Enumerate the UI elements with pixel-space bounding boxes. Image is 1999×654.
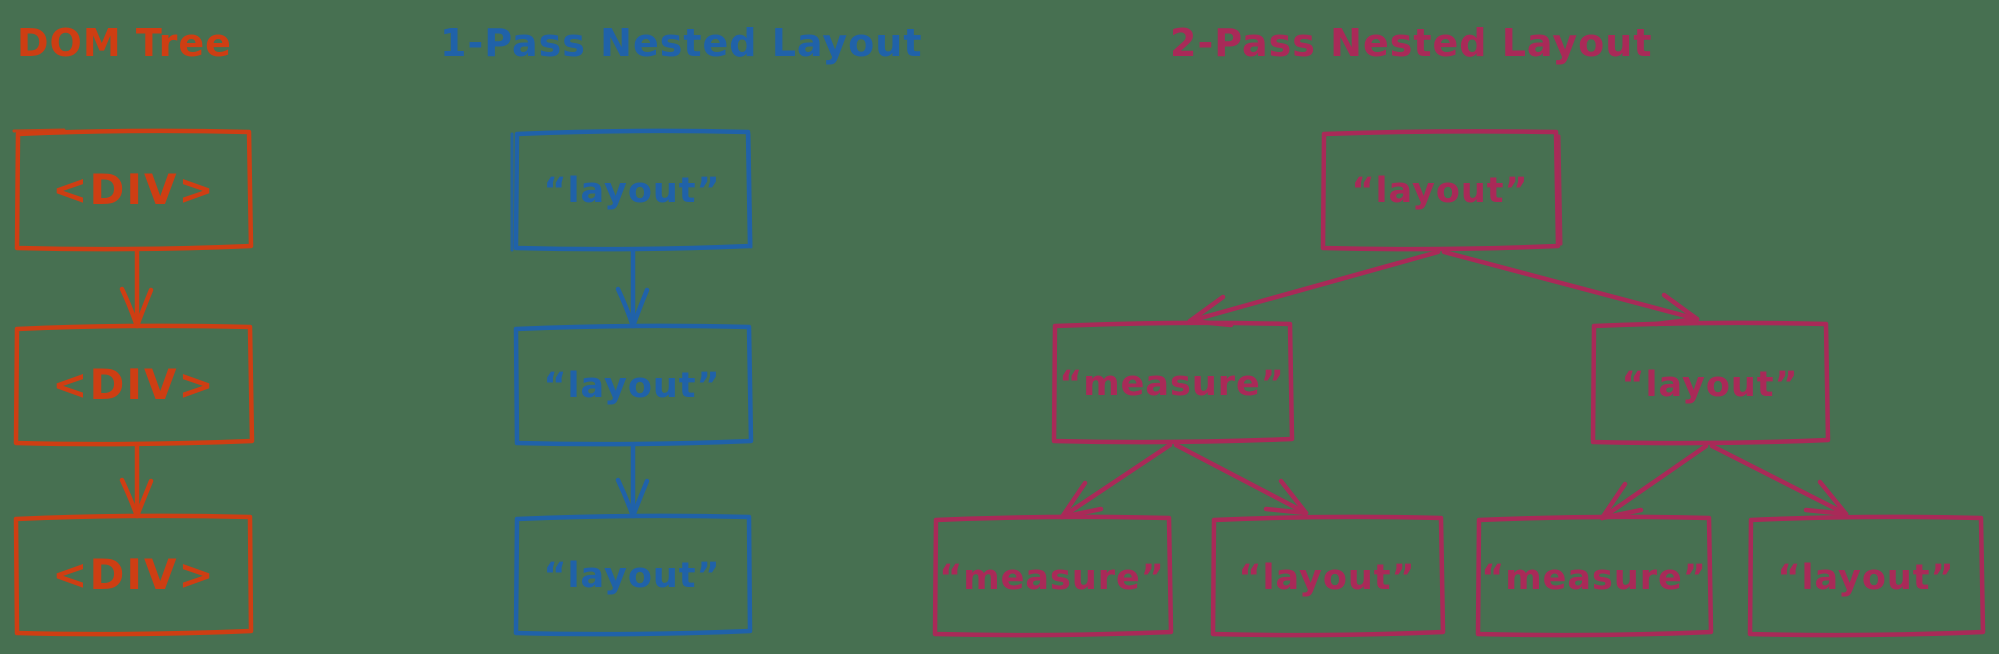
dom-arrow-2 — [119, 443, 154, 519]
two-pass-leaf1-box — [932, 514, 1174, 638]
two-pass-leaf4-box — [1747, 514, 1986, 638]
dom-node-2-box — [13, 323, 255, 447]
two-pass-root-box — [1320, 129, 1561, 252]
one-pass-arrow-2 — [615, 443, 650, 519]
two-pass-layout-label: “layout” — [1621, 365, 1798, 405]
one-pass-diagram: 1-Pass Nested Layout “layout” “layout” “… — [440, 21, 923, 637]
two-pass-leaf2-box — [1210, 514, 1446, 638]
one-pass-node-3-box — [513, 513, 753, 637]
one-pass-arrow-1 — [615, 248, 650, 329]
two-pass-arrow-root-to-measure — [1187, 249, 1441, 328]
two-pass-leaf3-label: “measure” — [1481, 558, 1707, 598]
two-pass-layout-box — [1590, 320, 1831, 446]
two-pass-arrow-root-to-layout — [1441, 249, 1700, 327]
two-pass-measure-label: “measure” — [1059, 364, 1285, 404]
two-pass-title: 2-Pass Nested Layout — [1170, 21, 1653, 65]
two-pass-arrow-layout-to-leaf4 — [1709, 443, 1849, 517]
two-pass-arrow-layout-to-leaf3 — [1599, 443, 1709, 521]
two-pass-arrow-measure-to-leaf2 — [1173, 442, 1309, 516]
dom-node-2-label: <DIV> — [52, 360, 215, 409]
two-pass-root-label: “layout” — [1351, 171, 1528, 211]
dom-tree-diagram: DOM Tree <DIV> <DIV> <DIV> — [12, 21, 255, 637]
two-pass-measure-box — [1051, 320, 1295, 445]
one-pass-node-2-box — [513, 323, 754, 447]
two-pass-arrow-measure-to-leaf1 — [1059, 442, 1173, 520]
dom-tree-title: DOM Tree — [17, 21, 232, 65]
dom-node-3-box — [13, 513, 254, 637]
two-pass-leaf4-label: “layout” — [1777, 558, 1954, 598]
one-pass-node-2-label: “layout” — [543, 366, 720, 406]
one-pass-node-3-label: “layout” — [543, 556, 720, 596]
dom-node-1-box — [14, 128, 254, 252]
one-pass-title: 1-Pass Nested Layout — [440, 21, 923, 65]
two-pass-root-box-sketch-stroke — [1557, 134, 1563, 246]
two-pass-leaf1-label: “measure” — [939, 558, 1165, 598]
dom-node-1-label: <DIV> — [52, 165, 215, 214]
one-pass-node-1-box-sketch-stroke — [510, 132, 753, 252]
two-pass-leaf2-label: “layout” — [1238, 558, 1415, 598]
dom-node-1-box-sketch-stroke — [12, 128, 66, 133]
dom-node-3-label: <DIV> — [52, 550, 215, 599]
dom-arrow-1 — [119, 248, 154, 329]
one-pass-node-1-label: “layout” — [543, 171, 720, 211]
two-pass-leaf3-box — [1475, 514, 1714, 638]
two-pass-diagram: 2-Pass Nested Layout “layout” “measure” … — [932, 21, 1986, 638]
